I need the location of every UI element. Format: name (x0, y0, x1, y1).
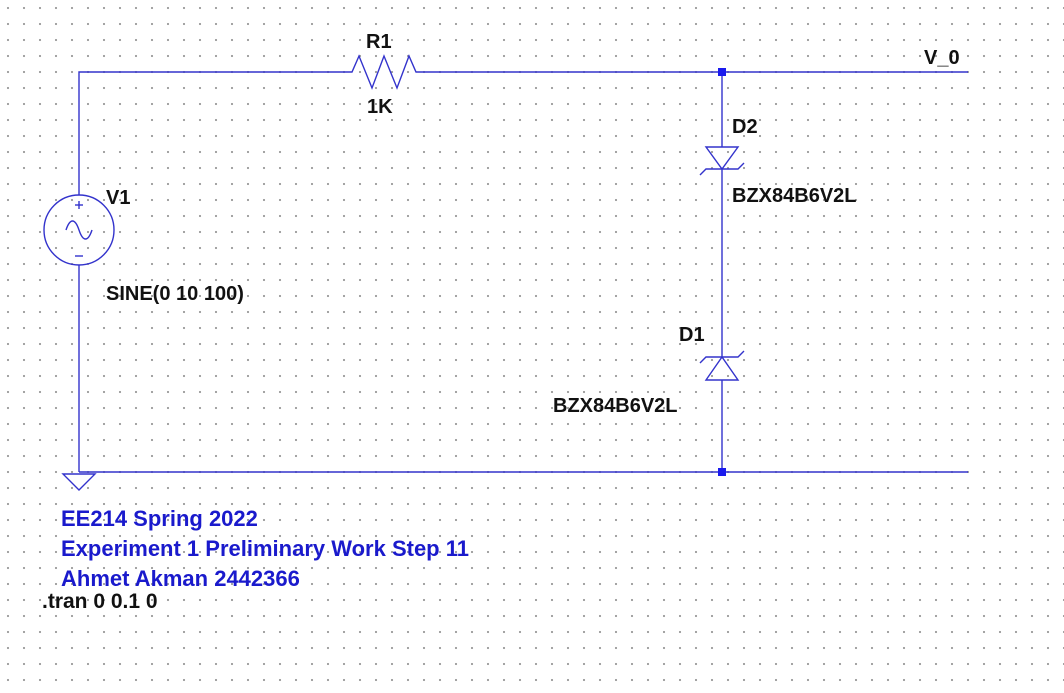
r1-name-label[interactable]: R1 (366, 31, 392, 53)
comment-line-2[interactable]: Experiment 1 Preliminary Work Step 11 (61, 536, 469, 561)
comment-line-3[interactable]: Ahmet Akman 2442366 (61, 566, 300, 591)
v1-name-label[interactable]: V1 (106, 187, 131, 209)
r1-value-label[interactable]: 1K (367, 96, 393, 118)
junction-dot-bottom (718, 468, 726, 476)
voltage-source-v1-symbol[interactable] (43, 194, 115, 266)
junction-dot-top (718, 68, 726, 76)
resistor-r1-symbol[interactable] (344, 54, 424, 90)
spice-directive[interactable]: .tran 0 0.1 0 (42, 590, 158, 613)
ground-symbol[interactable] (61, 473, 97, 491)
comment-line-1[interactable]: EE214 Spring 2022 (61, 506, 258, 531)
d2-name-label[interactable]: D2 (732, 116, 758, 138)
d1-name-label[interactable]: D1 (679, 324, 705, 346)
wire-top-left[interactable] (78, 71, 344, 195)
v1-value-label[interactable]: SINE(0 10 100) (106, 283, 244, 305)
net-label-v0[interactable]: V_0 (924, 47, 960, 69)
d1-value-label[interactable]: BZX84B6V2L (553, 395, 678, 417)
d2-value-label[interactable]: BZX84B6V2L (732, 185, 857, 207)
